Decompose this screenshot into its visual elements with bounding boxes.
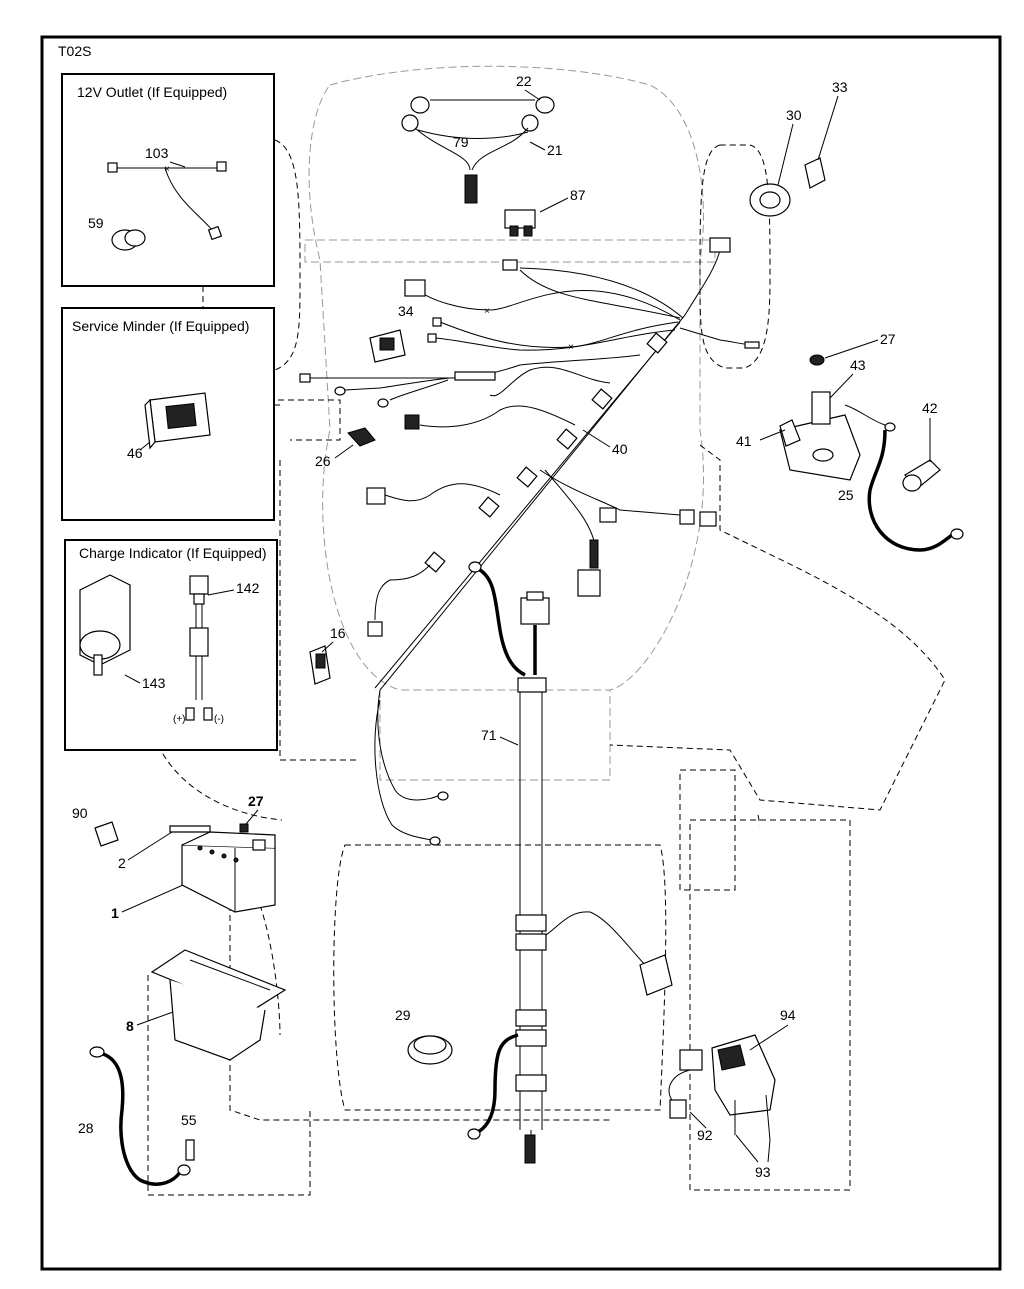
outer-frame bbox=[40, 35, 1002, 1271]
svg-text:×: × bbox=[568, 342, 574, 353]
callout-25: 25 bbox=[838, 487, 854, 503]
callout-33: 33 bbox=[832, 79, 848, 95]
callout-22: 22 bbox=[516, 73, 532, 89]
inset-service-minder-title: Service Minder (If Equipped) bbox=[72, 318, 249, 334]
callout-28: 28 bbox=[78, 1120, 94, 1136]
chassis-outlines bbox=[147, 139, 946, 1196]
callout-46: 46 bbox=[127, 445, 143, 461]
rear-harness: 71 bbox=[467, 561, 673, 1164]
inset-service-minder: Service Minder (If Equipped) 46 bbox=[61, 307, 275, 521]
callout-71: 71 bbox=[481, 727, 497, 743]
charge-minus-label: (-) bbox=[214, 714, 224, 725]
callout-143: 143 bbox=[142, 675, 166, 691]
callout-142: 142 bbox=[236, 580, 260, 596]
callout-103: 103 bbox=[145, 145, 169, 161]
callout-2: 2 bbox=[118, 855, 126, 871]
pto-switch: 34 bbox=[369, 303, 414, 363]
inset-charge-indicator: Charge Indicator (If Equipped) (+) (-) 1… bbox=[64, 539, 278, 751]
callout-87: 87 bbox=[570, 187, 586, 203]
callout-92: 92 bbox=[697, 1127, 713, 1143]
diagram-code: T02S bbox=[58, 43, 91, 59]
starter-solenoid: 27 43 41 25 42 bbox=[736, 331, 964, 552]
tractor-body-outline bbox=[304, 65, 716, 781]
callout-27-battery: 27 bbox=[248, 793, 264, 809]
headlight-assembly: 22 79 21 bbox=[401, 73, 563, 204]
callout-43: 43 bbox=[850, 357, 866, 373]
callout-59: 59 bbox=[88, 215, 104, 231]
callout-16: 16 bbox=[330, 625, 346, 641]
charge-plus-label: (+) bbox=[173, 714, 186, 725]
connector-16: 16 bbox=[309, 625, 346, 685]
battery bbox=[181, 844, 276, 913]
svg-text:×: × bbox=[484, 306, 490, 317]
callout-26: 26 bbox=[315, 453, 331, 469]
callout-40: 40 bbox=[612, 441, 628, 457]
callout-93: 93 bbox=[755, 1164, 771, 1180]
battery-area: 90 2 27 1 8 28 55 bbox=[72, 793, 287, 1186]
inset-12v-outlet: 12V Outlet (If Equipped) × 103 59 bbox=[61, 73, 275, 287]
callout-55: 55 bbox=[181, 1112, 197, 1128]
callout-94: 94 bbox=[780, 1007, 796, 1023]
callout-79: 79 bbox=[453, 134, 469, 150]
callout-42: 42 bbox=[922, 400, 938, 416]
main-harness: × × 40 bbox=[299, 237, 760, 846]
callout-29: 29 bbox=[395, 1007, 411, 1023]
reverse-switch-module: 94 92 93 bbox=[668, 1007, 796, 1180]
callout-90: 90 bbox=[72, 805, 88, 821]
callout-41: 41 bbox=[736, 433, 752, 449]
relay: 87 bbox=[504, 187, 586, 237]
inset-charge-indicator-title: Charge Indicator (If Equipped) bbox=[79, 545, 267, 561]
callout-27-top: 27 bbox=[880, 331, 896, 347]
callout-8: 8 bbox=[126, 1018, 134, 1034]
seat-switch: 29 bbox=[395, 1007, 453, 1065]
callout-30: 30 bbox=[786, 107, 802, 123]
callout-21: 21 bbox=[547, 142, 563, 158]
ignition-switch: 30 33 bbox=[749, 79, 848, 217]
callout-1: 1 bbox=[111, 905, 119, 921]
inset-12v-outlet-title: 12V Outlet (If Equipped) bbox=[77, 84, 227, 100]
fuse: 26 bbox=[315, 427, 376, 469]
callout-34: 34 bbox=[398, 303, 414, 319]
svg-text:×: × bbox=[164, 164, 170, 175]
